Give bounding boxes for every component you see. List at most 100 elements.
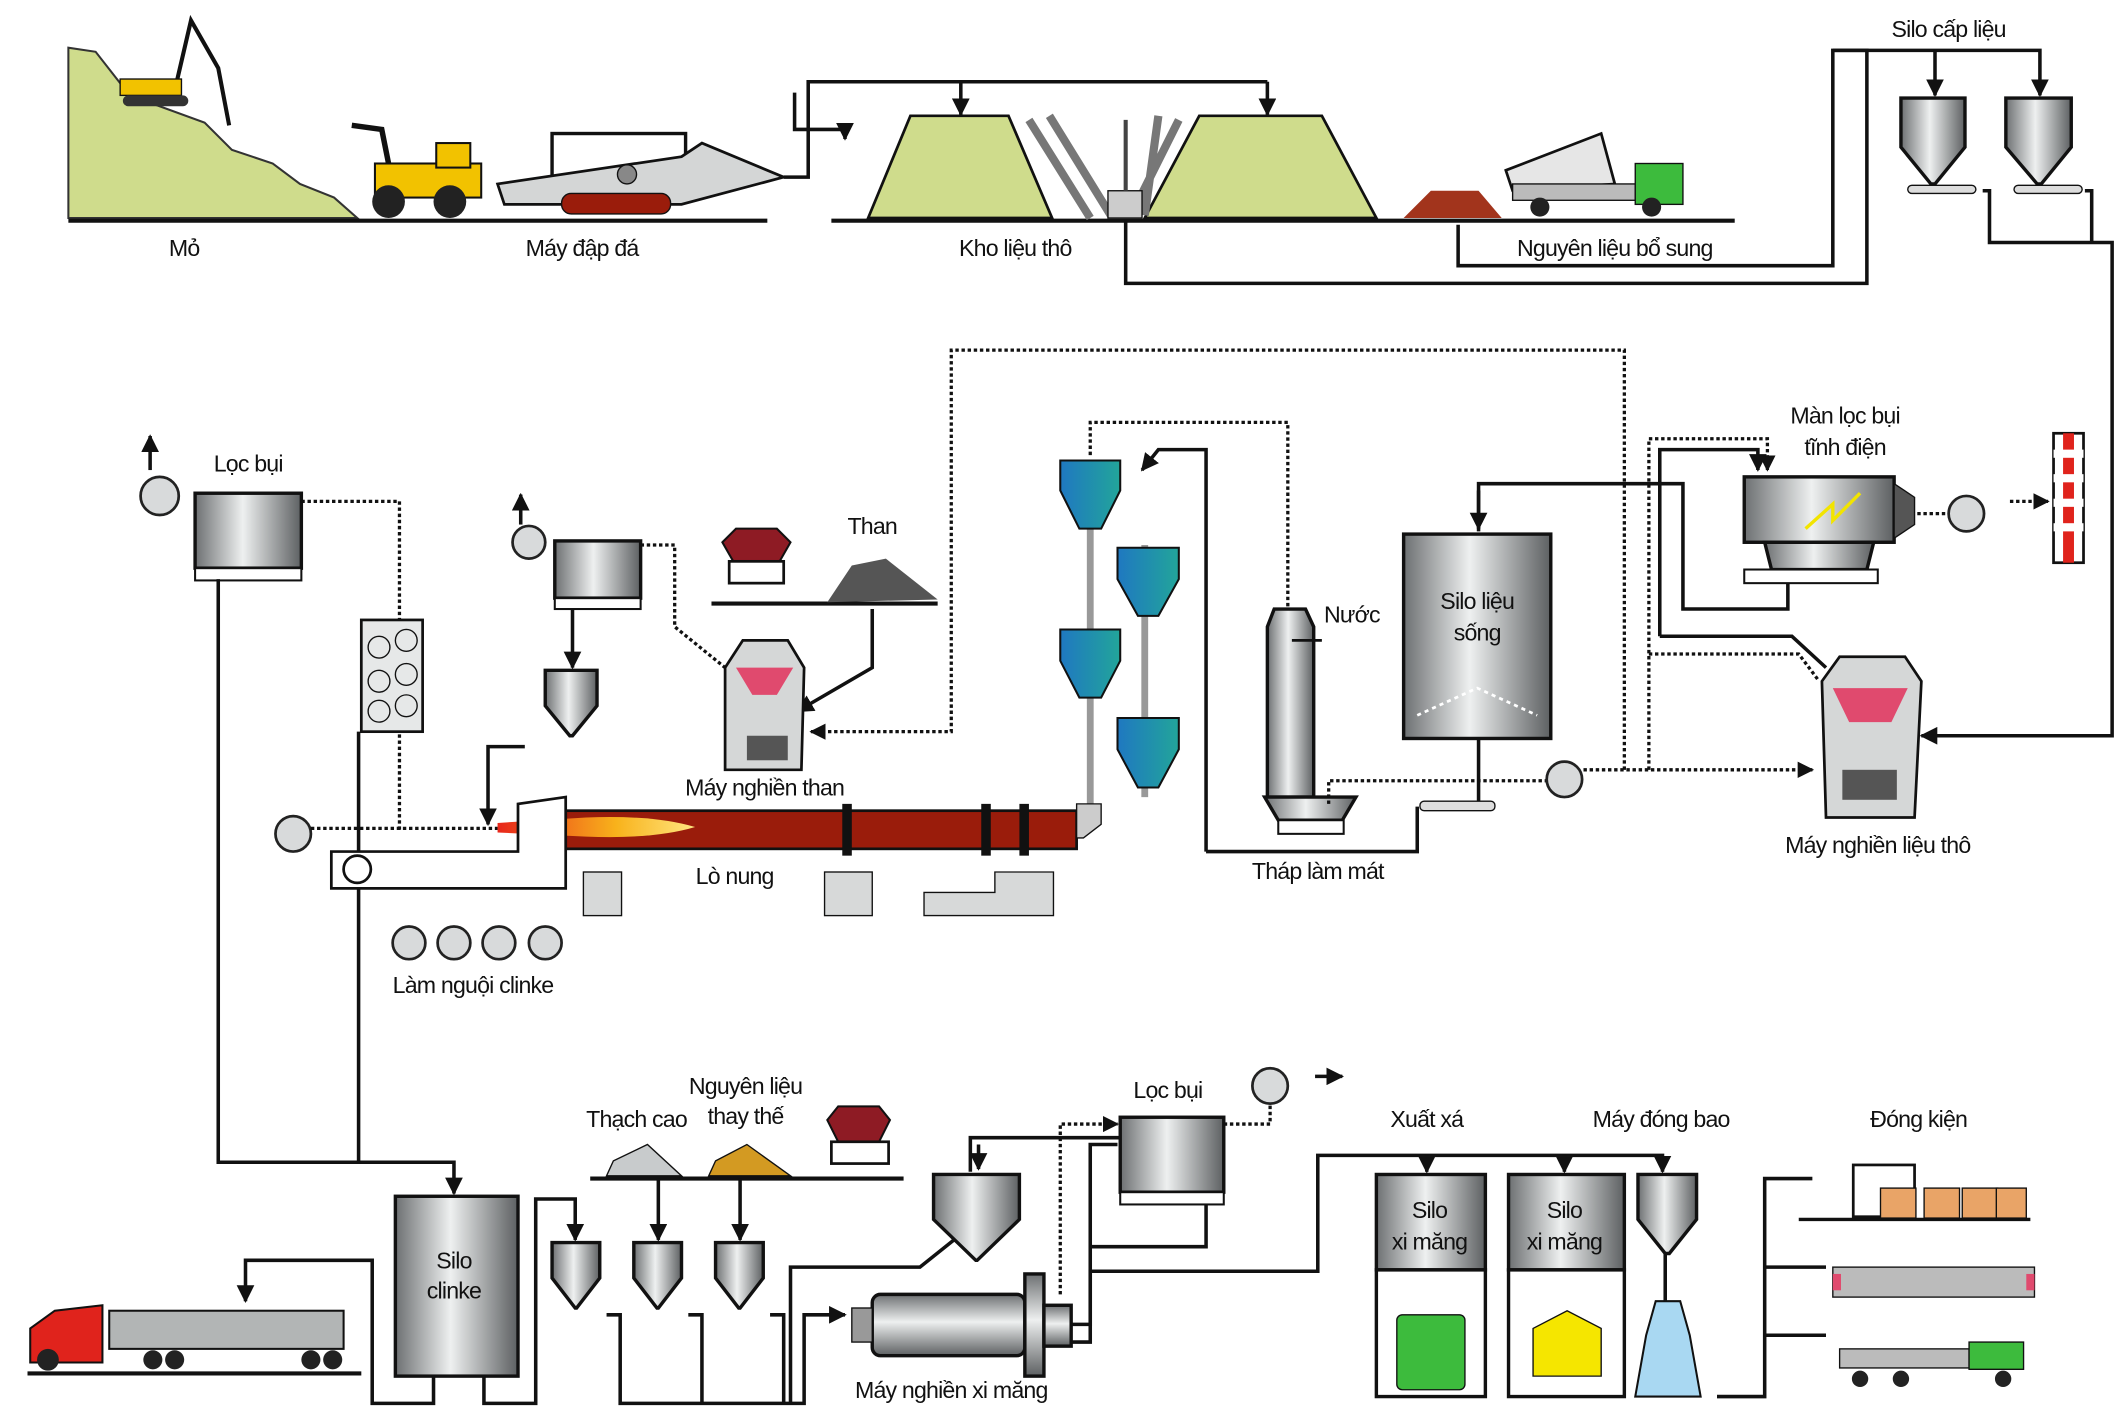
truck-icon xyxy=(29,1304,345,1371)
mill-feed-line xyxy=(688,1313,786,1404)
cement-silo-b xyxy=(1506,1172,1627,1399)
packer-machine xyxy=(1634,1172,1702,1398)
electrostatic-precipitator xyxy=(1742,475,1916,585)
label-packer: Máy đóng bao xyxy=(1593,1106,1730,1132)
raw-mill xyxy=(1820,655,1923,819)
palletizing-area xyxy=(1717,1163,2036,1399)
label-palletizing: Đóng kiện xyxy=(1870,1106,1967,1132)
hot-gas-line xyxy=(809,348,1626,770)
label-clinker-silo-1: Silo xyxy=(436,1247,471,1273)
label-esp-2: tĩnh điện xyxy=(1804,434,1885,460)
product-line xyxy=(1071,1142,1118,1327)
fan-icon xyxy=(274,814,313,853)
fan-icon xyxy=(1251,1066,1290,1105)
dust-return-line xyxy=(1090,1204,1208,1249)
additive-pile xyxy=(1403,190,1502,218)
cement-mill xyxy=(851,1272,1073,1378)
label-coal-mill: Máy nghiền than xyxy=(685,775,844,801)
mill-feed-line xyxy=(606,1305,847,1406)
label-raw-meal-silo-1: Silo liệu xyxy=(1440,588,1514,614)
fan-icon xyxy=(1545,760,1584,799)
clinker-silo xyxy=(393,1194,520,1378)
label-dust-filter-top: Lọc bụi xyxy=(214,450,283,476)
gas-line xyxy=(301,499,402,832)
label-clinker-cooler: Làm nguội clinke xyxy=(393,972,554,998)
separator-line xyxy=(788,1238,956,1404)
label-raw-storage: Kho liệu thô xyxy=(959,235,1072,261)
label-quarry: Mỏ xyxy=(169,235,200,261)
feed-line xyxy=(1206,806,1420,854)
dust-filter-bottom xyxy=(1118,1115,1226,1206)
clinker-cooler xyxy=(329,795,568,961)
feed-line xyxy=(1140,447,1208,852)
raw-meal-silo xyxy=(1401,532,1553,741)
preheater-cyclones xyxy=(1059,459,1180,839)
dosing-bins xyxy=(550,1240,765,1310)
feed-line xyxy=(2084,188,2094,243)
coal-mill-filter xyxy=(553,539,643,611)
gas-line xyxy=(1647,437,1776,770)
label-cement-mill: Máy nghiền xi măng xyxy=(855,1377,1048,1403)
cooling-tower xyxy=(1261,607,1359,835)
label-gypsum: Thạch cao xyxy=(586,1106,687,1132)
label-additives: Nguyên liệu bổ sung xyxy=(1517,235,1713,261)
gas-line xyxy=(640,543,727,669)
label-cement-silo-b-1: Silo xyxy=(1547,1197,1582,1223)
feeder xyxy=(1419,800,1496,812)
label-clinker-silo-2: clinke xyxy=(427,1277,481,1303)
quarry xyxy=(67,14,360,220)
separator xyxy=(931,1172,1022,1263)
label-kiln: Lò nung xyxy=(696,863,774,889)
label-dust-filter-bottom: Lọc bụi xyxy=(1133,1077,1202,1103)
label-bulk-dispatch: Xuất xá xyxy=(1390,1106,1464,1132)
fan-icon xyxy=(511,524,547,560)
fan-icon xyxy=(139,475,181,517)
label-cooling-tower: Tháp làm mát xyxy=(1252,858,1385,884)
gas-line xyxy=(1088,420,1290,607)
cement-silo-a xyxy=(1374,1172,1488,1399)
coal-feed-line xyxy=(479,744,525,827)
coal-mill xyxy=(723,639,806,772)
crusher-icon xyxy=(495,131,788,215)
coal-bin xyxy=(543,668,599,738)
loader-icon xyxy=(351,122,483,218)
hopper-icon xyxy=(826,1105,892,1165)
label-alt-material-2: thay thế xyxy=(708,1103,785,1129)
cement-line xyxy=(1071,1153,1672,1344)
label-feed-silo: Silo cấp liệu xyxy=(1892,16,2006,42)
label-cement-silo-b-2: xi măng xyxy=(1527,1228,1602,1254)
label-raw-mill: Máy nghiền liệu thô xyxy=(1785,832,1970,858)
alt-material-pile xyxy=(707,1143,793,1177)
label-water: Nước xyxy=(1324,602,1380,628)
label-coal: Than xyxy=(847,513,897,539)
flow-arrow xyxy=(1658,447,1767,637)
clinker-line xyxy=(216,579,463,1196)
conveyor-line xyxy=(1456,48,2049,268)
coal-pile xyxy=(827,558,938,603)
gas-line xyxy=(1058,1115,1120,1295)
flow-arrow xyxy=(792,92,854,141)
label-alt-material-1: Nguyên liệu xyxy=(689,1073,802,1099)
fan-icon xyxy=(1947,494,1986,533)
kiln xyxy=(497,803,1078,917)
label-raw-meal-silo-2: sống xyxy=(1454,619,1501,645)
label-crusher: Máy đập đá xyxy=(526,235,640,261)
clinker-feed-line xyxy=(482,1197,585,1406)
excavator-icon xyxy=(119,14,232,126)
stack-icon xyxy=(2052,431,2085,565)
feed-line xyxy=(1919,188,2114,745)
dust-filter-top xyxy=(193,491,304,582)
flow-arrow xyxy=(795,609,875,713)
feed-silos xyxy=(1899,96,2083,195)
label-cement-silo-a-2: xi măng xyxy=(1392,1228,1467,1254)
coal-hopper-icon xyxy=(721,527,792,585)
dump-truck-icon xyxy=(1504,131,1684,217)
heat-exchanger xyxy=(359,618,424,734)
label-esp-1: Màn lọc bụi xyxy=(1790,403,1899,429)
mill-outlet-line xyxy=(1659,634,1828,669)
label-cement-silo-a-1: Silo xyxy=(1412,1197,1447,1223)
gypsum-pile xyxy=(605,1143,684,1177)
truck-load-line xyxy=(236,1258,436,1406)
gas-line xyxy=(1327,779,1547,804)
